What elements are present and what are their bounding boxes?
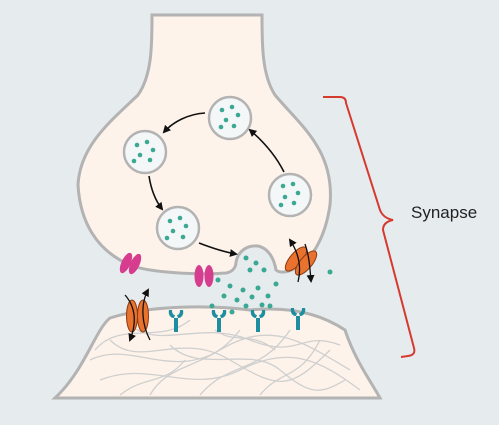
neurotransmitter-molecules bbox=[209, 255, 333, 315]
arrow bbox=[198, 242, 238, 257]
vesicle-icon bbox=[155, 205, 201, 251]
arrow bbox=[148, 175, 164, 211]
presynaptic-terminal bbox=[76, 13, 332, 276]
arrow bbox=[162, 112, 206, 134]
ion-channel-icon bbox=[124, 288, 151, 342]
vesicle-icon bbox=[267, 172, 313, 218]
synapse-bracket bbox=[323, 96, 416, 358]
arrow bbox=[288, 238, 301, 283]
arrow bbox=[124, 294, 136, 342]
arrow bbox=[304, 243, 315, 283]
membrane-protein-icon bbox=[119, 252, 142, 275]
arrow bbox=[141, 288, 151, 341]
vesicle-cycle-arrows bbox=[148, 112, 285, 257]
arrow bbox=[248, 128, 285, 173]
vesicle-icon bbox=[207, 95, 253, 141]
synapse-label: Synapse bbox=[411, 203, 478, 222]
vesicle-icon bbox=[122, 129, 168, 175]
ion-channel-icon bbox=[284, 238, 318, 283]
membrane-protein-icon bbox=[194, 265, 214, 287]
cytoskeleton-filaments bbox=[89, 319, 361, 396]
